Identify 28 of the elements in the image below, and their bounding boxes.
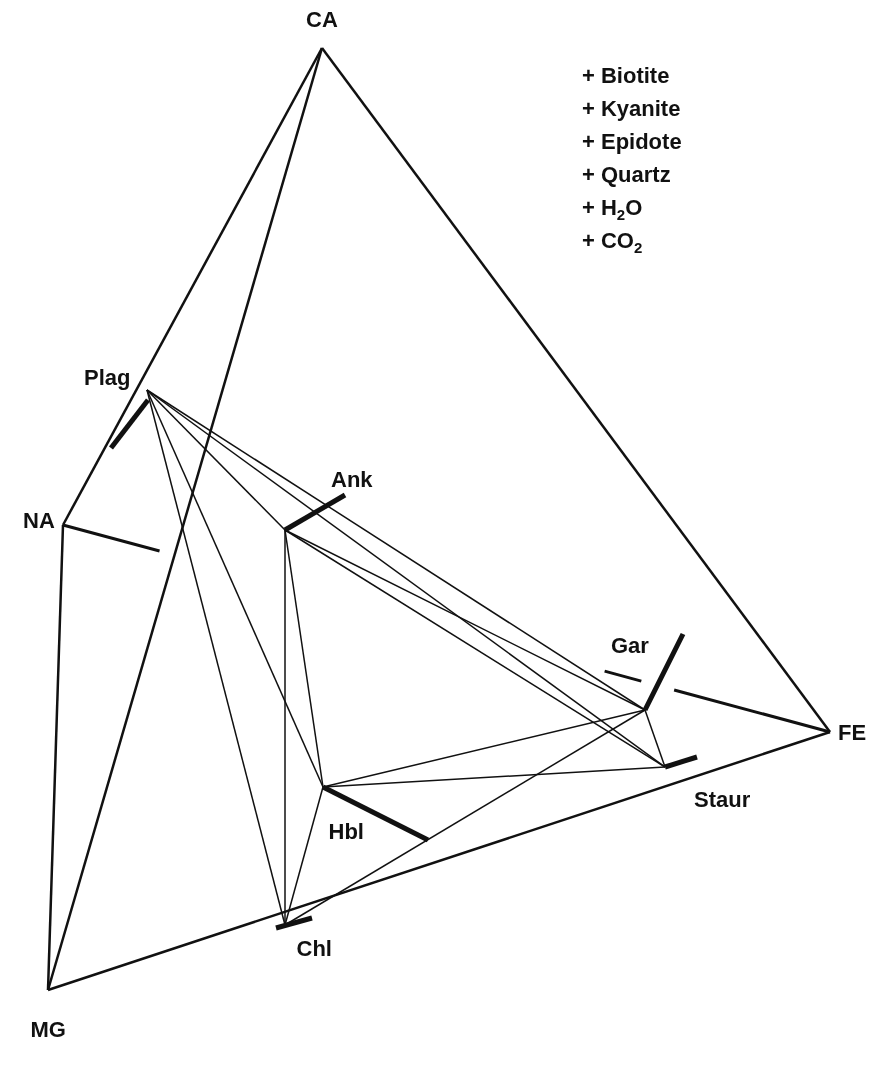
tie-line <box>46 524 65 991</box>
vertex-label: Hbl <box>328 820 364 844</box>
tie-line <box>284 786 324 926</box>
tie-line <box>46 47 324 991</box>
component-note: + Kyanite <box>582 96 681 122</box>
tie-line <box>62 523 831 734</box>
vertex-label: Gar <box>611 634 649 658</box>
tie-line <box>284 529 666 768</box>
vertex-label: Plag <box>84 366 131 390</box>
component-note: + Epidote <box>582 129 682 155</box>
tie-line <box>644 709 666 768</box>
tie-line <box>146 389 666 768</box>
component-note: + Biotite <box>582 63 670 89</box>
vertex-label: CA <box>306 8 338 32</box>
tie-line <box>61 47 324 526</box>
tie-line <box>47 730 831 992</box>
vertex-label: Chl <box>296 937 332 961</box>
tie-line <box>284 529 324 788</box>
vertex-label: MG <box>30 1018 66 1042</box>
tie-line <box>146 389 324 788</box>
vertex-label: Staur <box>694 788 751 812</box>
component-note: + CO$_{2}$ <box>582 228 643 259</box>
component-note: + Quartz <box>582 162 671 188</box>
vertex-label: Ank <box>331 468 373 492</box>
tie-line <box>321 47 831 733</box>
vertex-label: FE <box>838 721 867 745</box>
component-note: + H$_{2}$O <box>582 195 643 226</box>
vertex-label: NA <box>23 509 55 533</box>
